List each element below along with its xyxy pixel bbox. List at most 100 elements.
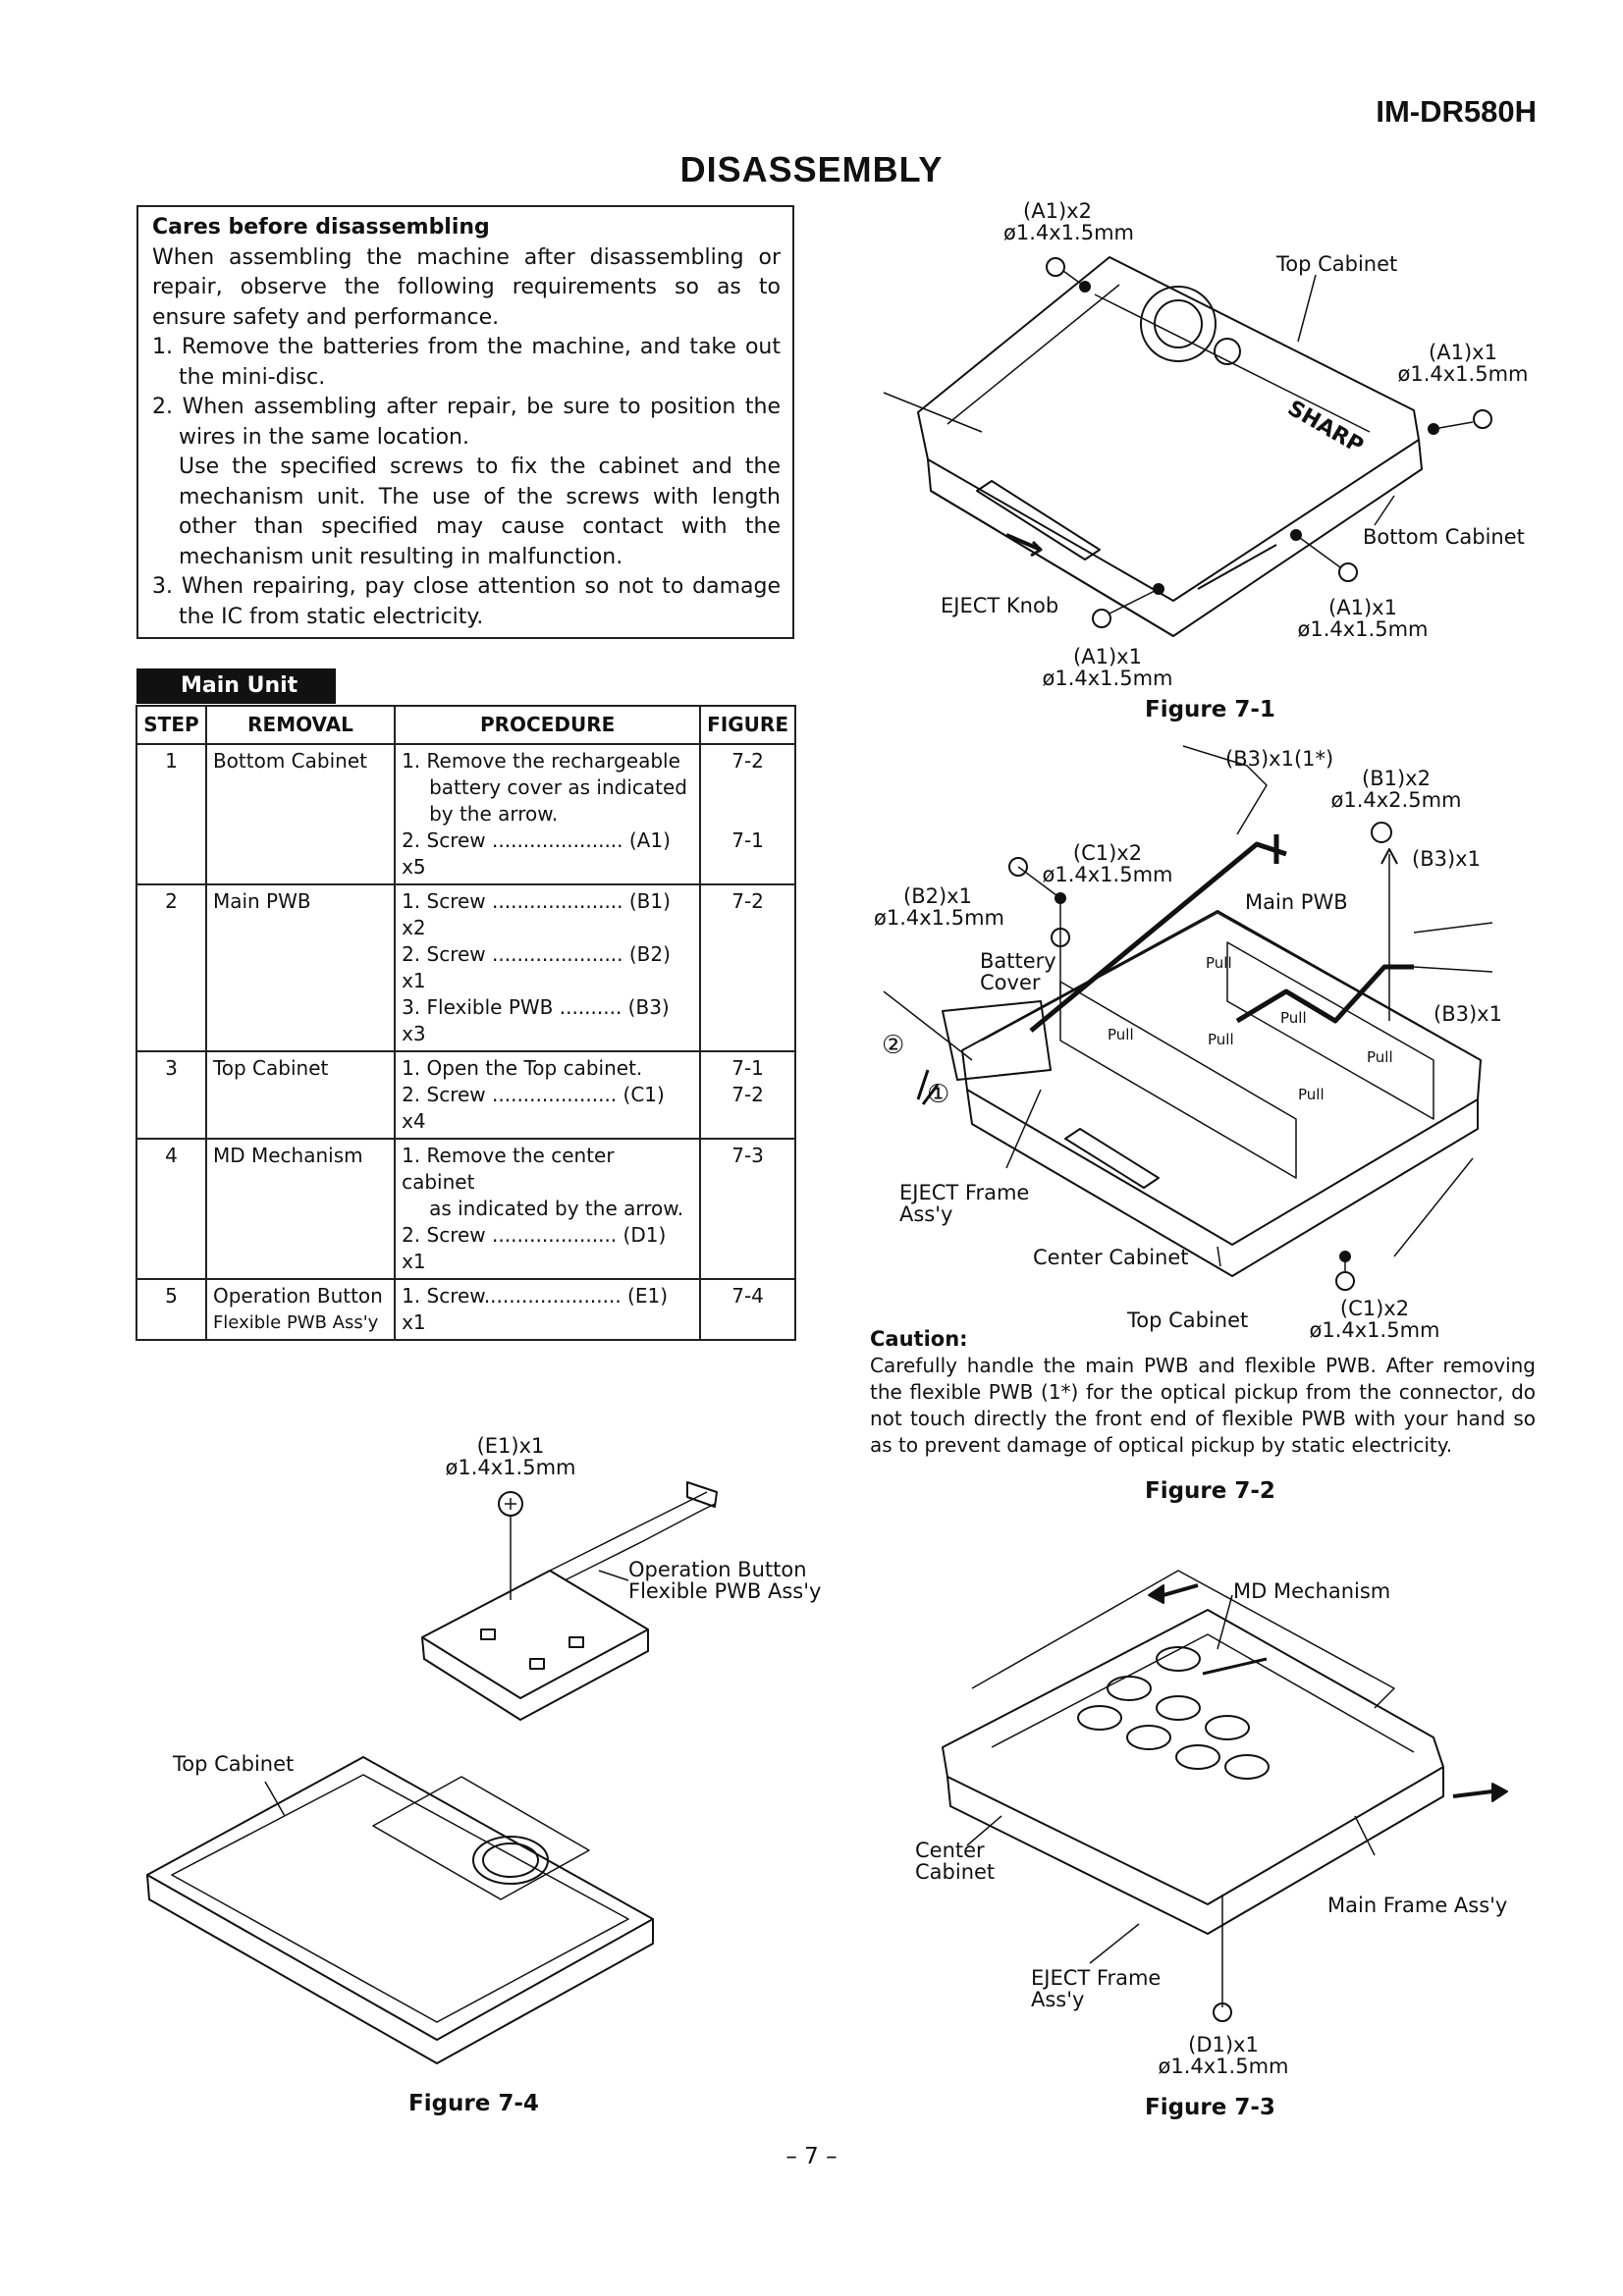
figure-7-2-caption: Figure 7-2 <box>1145 1478 1275 1504</box>
header-step: STEP <box>135 705 207 745</box>
fig71-bottom-cabinet: Bottom Cabinet <box>1363 525 1525 549</box>
fig72-screw-b1: (B1)x2 ø1.4x2.5mm <box>1327 768 1465 811</box>
model-number: IM-DR580H <box>1376 94 1537 129</box>
figure-7-3-drawing <box>942 1570 1508 2022</box>
step-number: 5 <box>135 1278 207 1341</box>
figure-cell: 7-2 7-1 <box>699 743 796 885</box>
removal-part: Main PWB <box>204 883 397 1052</box>
fig72-b3-right-top: (B3)x1 <box>1412 847 1481 871</box>
figure-7-3-caption: Figure 7-3 <box>1145 2095 1275 2120</box>
fig71-screw-a1-r: (A1)x1 ø1.4x1.5mm <box>1394 342 1532 385</box>
pull-label: Pull <box>1108 1026 1134 1043</box>
page-number: – 7 – <box>785 2144 838 2169</box>
figure-ref: 7-3 <box>731 1144 764 1167</box>
procedure-cell: 1. Screw...................... (E1) x1 <box>394 1278 702 1341</box>
figure-cell: 7-4 <box>699 1278 796 1341</box>
removal-part-name: Operation Button <box>212 1284 383 1308</box>
procedure-line: battery cover as indicated <box>429 775 687 799</box>
fig72-battery-cover: Battery Cover <box>980 950 1056 993</box>
screw-label: (B2)x1 <box>903 884 972 908</box>
disassembly-steps-table: STEP REMOVAL PROCEDURE FIGURE 1 Bottom C… <box>135 705 796 1341</box>
procedure-cell: 1. Screw ..................... (B1) x2 2… <box>394 883 702 1052</box>
pull-label: Pull <box>1298 1086 1325 1103</box>
fig72-top-cabinet: Top Cabinet <box>1127 1308 1249 1332</box>
screw-label: (A1)x1 <box>1073 645 1142 668</box>
step-number: 1 <box>135 743 207 885</box>
procedure-line: 1. Remove the rechargeable <box>402 749 680 773</box>
fig71-top-cabinet: Top Cabinet <box>1276 252 1398 276</box>
procedure-line: 3. Flexible PWB .......... (B3) x3 <box>402 995 670 1045</box>
procedure-line: 2. Screw ..................... (A1) x5 <box>402 828 671 879</box>
figure-cell: 7-3 <box>699 1138 796 1280</box>
fig72-center-cabinet: Center Cabinet <box>1033 1246 1189 1269</box>
fig72-screw-c1-top: (C1)x2 ø1.4x1.5mm <box>1039 842 1176 885</box>
fig72-b3-1star: (B3)x1(1*) <box>1225 747 1334 771</box>
procedure-line: as indicated by the arrow. <box>429 1197 684 1220</box>
screw-label: (E1)x1 <box>476 1434 545 1458</box>
screw-size: ø1.4x1.5mm <box>1309 1318 1440 1342</box>
figure-cell: 7-2 <box>699 883 796 1052</box>
procedure-line: 1. Screw ..................... (B1) x2 <box>402 889 671 939</box>
header-removal: REMOVAL <box>204 705 397 745</box>
screw-label: (B1)x2 <box>1362 767 1431 790</box>
figure-7-1-caption: Figure 7-1 <box>1145 697 1275 722</box>
cares-intro: When assembling the machine after disass… <box>152 244 781 330</box>
step-number: 3 <box>135 1050 207 1140</box>
figure-ref: 7-4 <box>731 1284 764 1308</box>
label-line: Cabinet <box>915 1860 996 1884</box>
fig74-top-cabinet: Top Cabinet <box>173 1752 295 1776</box>
table-row: 3 Top Cabinet 1. Open the Top cabinet. 2… <box>135 1050 796 1140</box>
screw-size: ø1.4x1.5mm <box>1042 667 1173 690</box>
screw-size: ø1.4x1.5mm <box>874 906 1004 930</box>
screw-label: (A1)x1 <box>1429 341 1497 364</box>
label-line: EJECT Frame <box>899 1181 1030 1204</box>
fig71-screw-a1-b: (A1)x1 ø1.4x1.5mm <box>1039 646 1176 689</box>
fig72-b3-right-mid: (B3)x1 <box>1434 1002 1502 1026</box>
label-line: Flexible PWB Ass'y <box>628 1579 822 1603</box>
screw-size: ø1.4x1.5mm <box>1158 2055 1289 2078</box>
fig72-eject-frame: EJECT Frame Ass'y <box>899 1182 1029 1225</box>
procedure-line: by the arrow. <box>429 802 559 826</box>
table-row: 5 Operation Button Flexible PWB Ass'y 1.… <box>135 1278 796 1341</box>
label-line: Cover <box>980 971 1041 994</box>
screw-label: (A1)x1 <box>1328 596 1397 619</box>
fig71-screw-a1-br: (A1)x1 ø1.4x1.5mm <box>1294 597 1432 640</box>
cares-item-sub: Use the specified screws to fix the cabi… <box>179 454 781 569</box>
fig73-md-mechanism: MD Mechanism <box>1233 1579 1391 1603</box>
figure-7-1-drawing <box>883 256 1492 637</box>
table-row: 1 Bottom Cabinet 1. Remove the rechargea… <box>135 743 796 885</box>
brand-logo: SHARP <box>1283 397 1368 459</box>
procedure-line: 2. Screw ..................... (B2) x1 <box>402 942 671 992</box>
procedure-line: 2. Screw .................... (C1) x4 <box>402 1083 665 1133</box>
figure-cell: 7-1 7-2 <box>699 1050 796 1140</box>
caution-heading: Caution: <box>870 1327 968 1351</box>
fig72-screw-b2: (B2)x1 ø1.4x1.5mm <box>874 884 1004 930</box>
screw-size: ø1.4x1.5mm <box>445 1456 576 1479</box>
screw-size: ø1.4x1.5mm <box>1297 617 1429 641</box>
fig71-eject-knob: EJECT Knob <box>941 594 1059 617</box>
page-title: DISASSEMBLY <box>679 149 944 189</box>
label-line: Ass'y <box>899 1202 953 1226</box>
procedure-cell: 1. Remove the rechargeable battery cover… <box>394 743 702 885</box>
cares-box: Cares before disassembling When assembli… <box>136 205 794 639</box>
screw-label: (C1)x2 <box>1339 1297 1410 1320</box>
figure-ref: 7-1 <box>731 828 764 852</box>
figure-ref: 7-2 <box>731 889 764 913</box>
pull-label: Pull <box>1206 954 1232 972</box>
table-header-row: STEP REMOVAL PROCEDURE FIGURE <box>135 705 796 745</box>
step-marker-2: ② <box>882 1031 905 1060</box>
procedure-cell: 1. Open the Top cabinet. 2. Screw ......… <box>394 1050 702 1140</box>
figure-7-2-drawing <box>883 745 1493 1291</box>
label-line: Center <box>915 1839 985 1862</box>
removal-part-sub: Flexible PWB Ass'y <box>212 1312 379 1333</box>
screw-size: ø1.4x1.5mm <box>1003 221 1134 244</box>
table-row: 4 MD Mechanism 1. Remove the center cabi… <box>135 1138 796 1280</box>
cares-heading: Cares before disassembling <box>152 215 490 240</box>
fig72-main-pwb: Main PWB <box>1245 890 1348 914</box>
label-line: EJECT Frame <box>1031 1966 1162 1990</box>
step-number: 4 <box>135 1138 207 1280</box>
figure-7-4-caption: Figure 7-4 <box>408 2091 539 2116</box>
procedure-line: 1. Open the Top cabinet. <box>402 1056 643 1080</box>
cares-list: 1. Remove the batteries from the machine… <box>152 333 781 632</box>
